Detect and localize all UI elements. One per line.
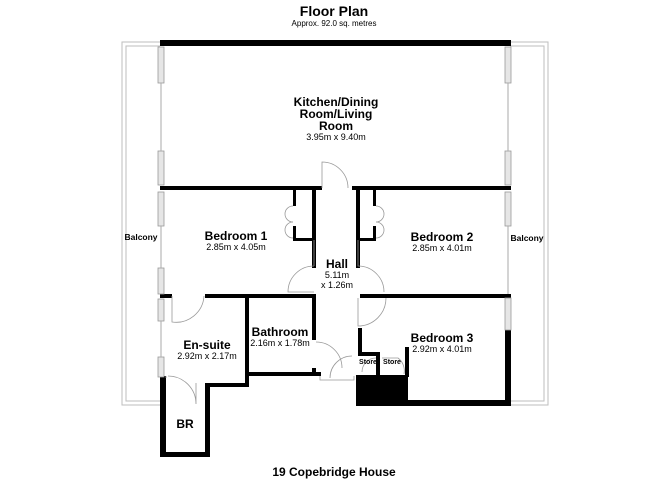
room-bathroom-label: Bathroom 2.16m x 1.78m <box>250 326 310 348</box>
page-title: Floor Plan <box>299 3 369 19</box>
room-bathroom-dims: 2.16m x 1.78m <box>250 338 310 348</box>
room-bedroom1-dims: 2.85m x 4.05m <box>206 242 266 252</box>
balcony-right-outline <box>510 41 549 406</box>
balcony-right-label: Balcony <box>510 233 544 243</box>
balcony-left-outline <box>121 41 160 406</box>
room-ensuite-name: En-suite <box>183 338 231 352</box>
room-kitchen-name-3: Room <box>318 119 353 133</box>
room-bedroom1-name: Bedroom 1 <box>204 229 268 243</box>
room-bedroom1-label: Bedroom 1 2.85m x 4.05m <box>205 230 268 252</box>
walls <box>160 40 511 457</box>
room-hall-dims-2: x 1.26m <box>320 280 354 290</box>
room-bathroom-name: Bathroom <box>251 325 309 339</box>
room-ensuite-label: En-suite 2.92m x 2.17m <box>177 339 237 361</box>
room-hall-label: Hall 5.11m x 1.26m <box>321 258 353 290</box>
room-bedroom3-name: Bedroom 3 <box>410 331 474 345</box>
room-hall-name: Hall <box>325 257 349 271</box>
area-subtitle: Approx. 92.0 sq. metres <box>291 19 377 28</box>
room-br-name: BR <box>176 417 194 431</box>
door-swings <box>165 161 405 405</box>
store1-label: Store <box>359 359 377 366</box>
room-ensuite-dims: 2.92m x 2.17m <box>177 351 237 361</box>
room-bedroom2-label: Bedroom 2 2.85m x 4.01m <box>411 231 474 253</box>
room-kitchen-name-2: Room/Living <box>299 107 373 121</box>
room-kitchen-label: Kitchen/Dining Room/Living Room 3.95m x … <box>294 96 379 142</box>
store2-label: Store <box>383 359 401 366</box>
room-br-label: BR <box>176 418 193 430</box>
room-bedroom2-name: Bedroom 2 <box>410 230 474 244</box>
property-address: 19 Copebridge House <box>272 465 396 479</box>
room-hall-dims-1: 5.11m <box>324 270 350 280</box>
room-bedroom3-dims: 2.92m x 4.01m <box>412 344 472 354</box>
room-bedroom3-label: Bedroom 3 2.92m x 4.01m <box>411 332 474 354</box>
room-bedroom2-dims: 2.85m x 4.01m <box>412 243 472 253</box>
room-kitchen-name-1: Kitchen/Dining <box>293 95 379 109</box>
balcony-left-label: Balcony <box>124 232 158 242</box>
room-kitchen-dims: 3.95m x 9.40m <box>306 132 366 142</box>
